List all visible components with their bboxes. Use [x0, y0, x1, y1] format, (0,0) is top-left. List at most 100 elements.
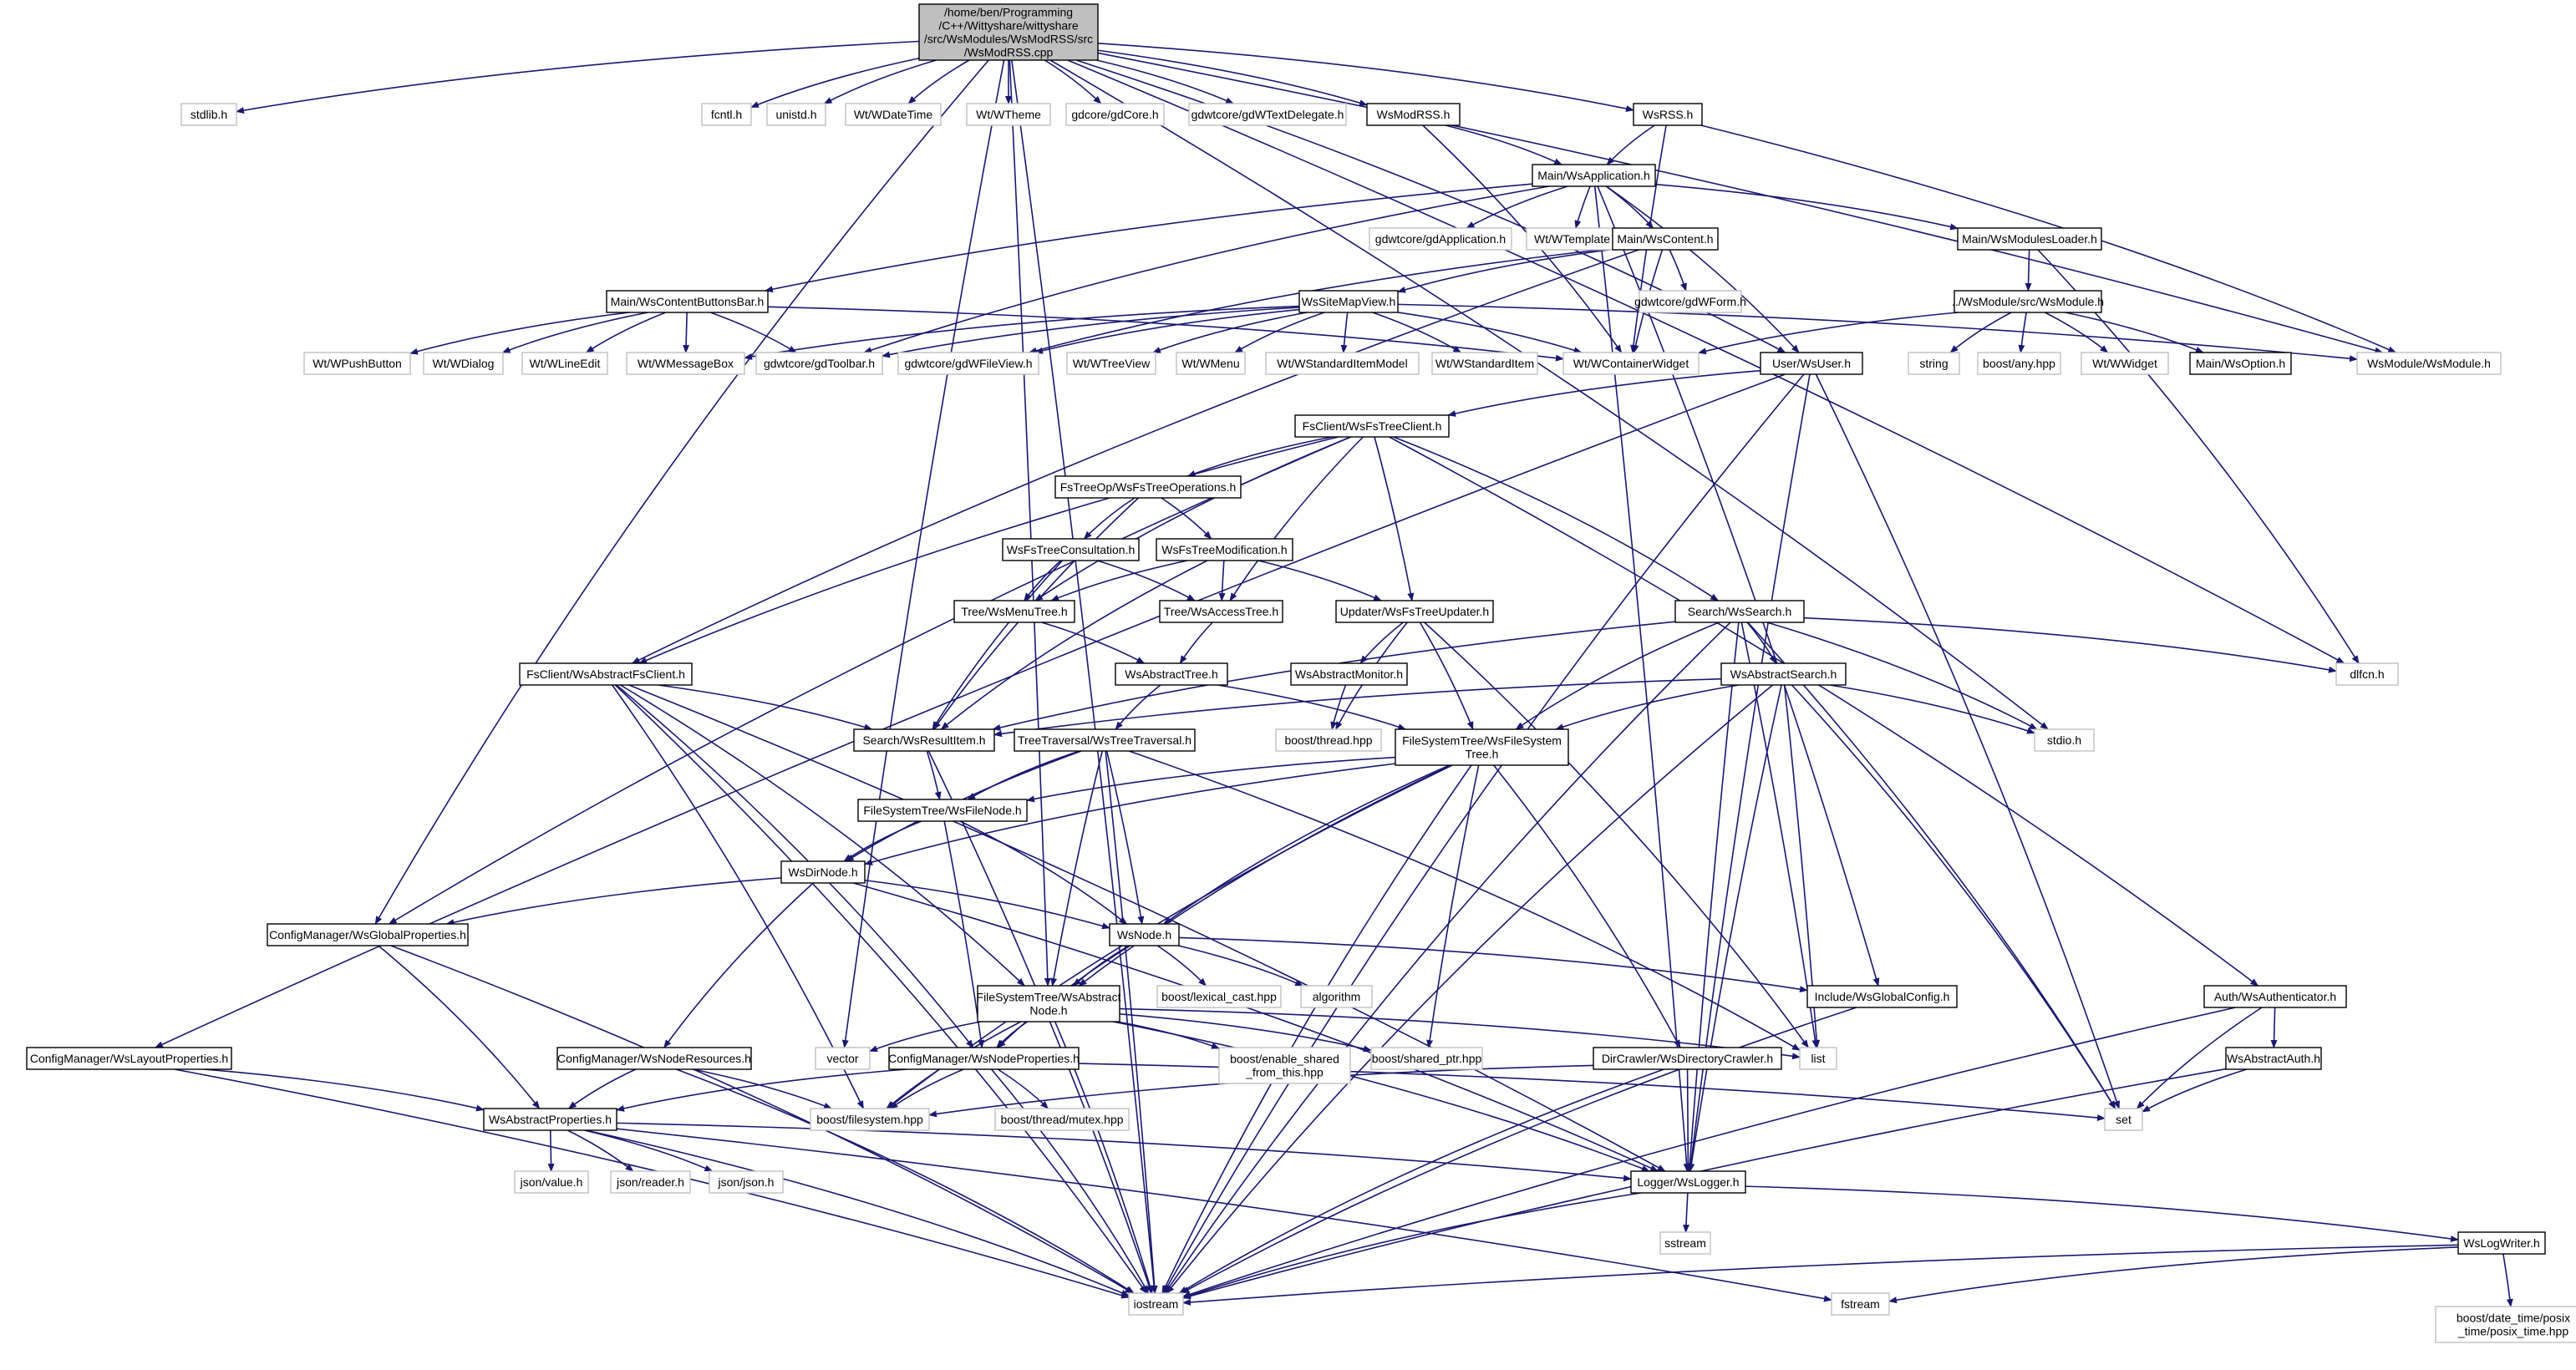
node-wsrss[interactable]: WsRSS.h [1633, 103, 1703, 126]
node-noderes[interactable]: ConfigManager/WsNodeResources.h [556, 1047, 752, 1070]
edge-dirnode-to-wsnode [864, 879, 1110, 930]
node-filenode[interactable]: FileSystemTree/WsFileNode.h [857, 799, 1028, 822]
node-modloader[interactable]: Main/WsModulesLoader.h [1957, 227, 2102, 251]
node-wsnode[interactable]: WsNode.h [1109, 923, 1180, 946]
node-resultitem[interactable]: Search/WsResultItem.h [853, 728, 995, 752]
node-layoutprops[interactable]: ConfigManager/WsLayoutProperties.h [26, 1047, 232, 1070]
node-absprops[interactable]: WsAbstractProperties.h [483, 1108, 617, 1131]
node-absauth[interactable]: WsAbstractAuth.h [2225, 1047, 2322, 1070]
node-box-wsmodule [1954, 290, 2102, 313]
node-box-mutex [994, 1108, 1130, 1131]
node-enableshared: boost/enable_shared_from_this.hpp [1218, 1047, 1351, 1084]
node-sharedptr: boost/shared_ptr.hpp [1370, 1047, 1483, 1070]
node-abstracttree[interactable]: WsAbstractTree.h [1115, 662, 1228, 686]
node-box-wsnode [1109, 923, 1180, 946]
node-box-absmonitor [1290, 662, 1408, 686]
edge-wsmodule-to-wsoption [2065, 312, 2204, 353]
edge-treetrav-to-list [1128, 750, 1801, 1051]
node-fstreeclient[interactable]: FsClient/WsFsTreeClient.h [1294, 414, 1450, 438]
node-label-authn: Auth/WsAuthenticator.h [2214, 990, 2336, 1003]
edge-absprops-to-logger [616, 1122, 1632, 1182]
edge-mainapp-to-wsuser [1606, 185, 1800, 353]
node-box-stdio [2034, 728, 2095, 752]
node-wsmodule[interactable]: ../WsModule/src/WsModule.h [1952, 290, 2104, 313]
node-label-sstream: sstream [1664, 1236, 1706, 1250]
node-box-fsmodif [1156, 538, 1293, 561]
node-label-enableshared: _from_this.hpp [1245, 1066, 1324, 1079]
edge-maincontent-to-gdform [1669, 249, 1687, 292]
node-fstreeops[interactable]: FsTreeOp/WsFsTreeOperations.h [1054, 475, 1242, 499]
node-authn[interactable]: Auth/WsAuthenticator.h [2203, 985, 2347, 1008]
node-label-set: set [2116, 1113, 2131, 1126]
node-logger[interactable]: Logger/WsLogger.h [1630, 1170, 1746, 1194]
node-gdapp: gdwtcore/gdApplication.h [1369, 227, 1512, 251]
edge-filenode-to-nodeprops [943, 820, 985, 1048]
node-stdio: stdio.h [2034, 728, 2095, 752]
edge-root-to-wsrss [1097, 43, 1634, 112]
node-globalconfig[interactable]: Include/WsGlobalConfig.h [1806, 985, 1958, 1008]
edge-logger-to-iostream [1182, 1192, 1641, 1299]
node-box-wpush [303, 352, 411, 375]
edge-treetrav-to-filenode [967, 750, 1080, 800]
edge-absmonitor-to-boostthread [1330, 684, 1347, 730]
edge-wsrss-to-mainapp [1606, 124, 1655, 165]
node-label-noderes: ConfigManager/WsNodeResources.h [557, 1052, 751, 1065]
node-fsmodif[interactable]: WsFsTreeModification.h [1156, 538, 1293, 561]
node-wsoption[interactable]: Main/WsOption.h [2189, 352, 2292, 375]
node-btnbar[interactable]: Main/WsContentButtonsBar.h [606, 290, 769, 313]
edge-modloader-to-wsmodule [2025, 249, 2032, 292]
edge-fstreeops-to-fsconsult [1083, 497, 1136, 540]
edge-fstree-to-sharedptr [1426, 764, 1480, 1048]
node-jsonjson: json/json.h [709, 1170, 784, 1194]
node-mainapp[interactable]: Main/WsApplication.h [1532, 164, 1656, 187]
node-menutree[interactable]: Tree/WsMenuTree.h [953, 600, 1075, 623]
edge-btnbar-to-wpush [409, 312, 630, 355]
node-label-wtemplate: Wt/WTemplate [1534, 232, 1610, 246]
node-label-absnode: Node.h [1029, 1004, 1067, 1017]
edge-fstreeclient-to-authn [1389, 436, 2259, 987]
edge-abssearch-to-fstree [1555, 684, 1740, 730]
node-absmonitor[interactable]: WsAbstractMonitor.h [1290, 662, 1408, 686]
node-box-list [1799, 1047, 1837, 1070]
node-accesstree[interactable]: Tree/WsAccessTree.h [1159, 600, 1283, 623]
node-fcntl: fcntl.h [701, 103, 752, 126]
node-box-noderes [556, 1047, 752, 1070]
node-logwriter[interactable]: WsLogWriter.h [2457, 1231, 2546, 1255]
node-maincontent[interactable]: Main/WsContent.h [1612, 227, 1719, 251]
edge-nodeprops-to-filesystem [889, 1068, 964, 1109]
node-box-nodeprops [888, 1047, 1080, 1070]
node-label-wdialog: Wt/WDialog [433, 357, 495, 370]
node-label-wstditem: Wt/WStandardItem [1435, 357, 1534, 370]
node-wsmodrss[interactable]: WsModRSS.h [1366, 103, 1461, 126]
node-box-fstreeops [1054, 475, 1242, 499]
node-updater[interactable]: Updater/WsFsTreeUpdater.h [1335, 600, 1494, 623]
edge-sitemap-to-wmsgbox [744, 305, 1300, 360]
node-box-wmenu [1176, 352, 1246, 375]
node-treetrav[interactable]: TreeTraversal/WsTreeTraversal.h [1014, 728, 1196, 752]
node-search[interactable]: Search/WsSearch.h [1674, 600, 1805, 623]
node-fsconsult[interactable]: WsFsTreeConsultation.h [1002, 538, 1140, 561]
edge-abssearch-to-set [1791, 684, 2116, 1109]
edge-root-to-fcntl [750, 57, 920, 109]
node-wsuser[interactable]: User/WsUser.h [1760, 352, 1863, 375]
node-label-wdatetime: Wt/WDateTime [854, 108, 933, 121]
node-dirnode[interactable]: WsDirNode.h [780, 860, 866, 884]
node-nodeprops[interactable]: ConfigManager/WsNodeProperties.h [888, 1047, 1080, 1070]
node-dircrawler[interactable]: DirCrawler/WsDirectoryCrawler.h [1593, 1047, 1782, 1070]
node-globalprops[interactable]: ConfigManager/WsGlobalProperties.h [267, 923, 469, 946]
node-abstractfs[interactable]: FsClient/WsAbstractFsClient.h [519, 662, 693, 686]
edge-noderes-to-iostream [676, 1068, 1135, 1294]
node-box-set [2104, 1108, 2143, 1131]
node-box-updater [1335, 600, 1494, 623]
node-abssearch[interactable]: WsAbstractSearch.h [1720, 662, 1847, 686]
node-root[interactable]: /home/ben/Programming/C++/Wittyshare/wit… [918, 3, 1099, 61]
node-lexcast: boost/lexical_cast.hpp [1156, 985, 1282, 1008]
node-box-maincontent [1612, 227, 1719, 251]
node-sitemap[interactable]: WsSiteMapView.h [1298, 290, 1399, 313]
node-posixtime: boost/date_time/posix_time/posix_time.hp… [2435, 1306, 2576, 1343]
edge-btnbar-to-wcontainer [767, 306, 1564, 362]
edge-fstreeclient-to-search [1393, 436, 1720, 601]
node-box-jsonvalue [514, 1170, 589, 1194]
